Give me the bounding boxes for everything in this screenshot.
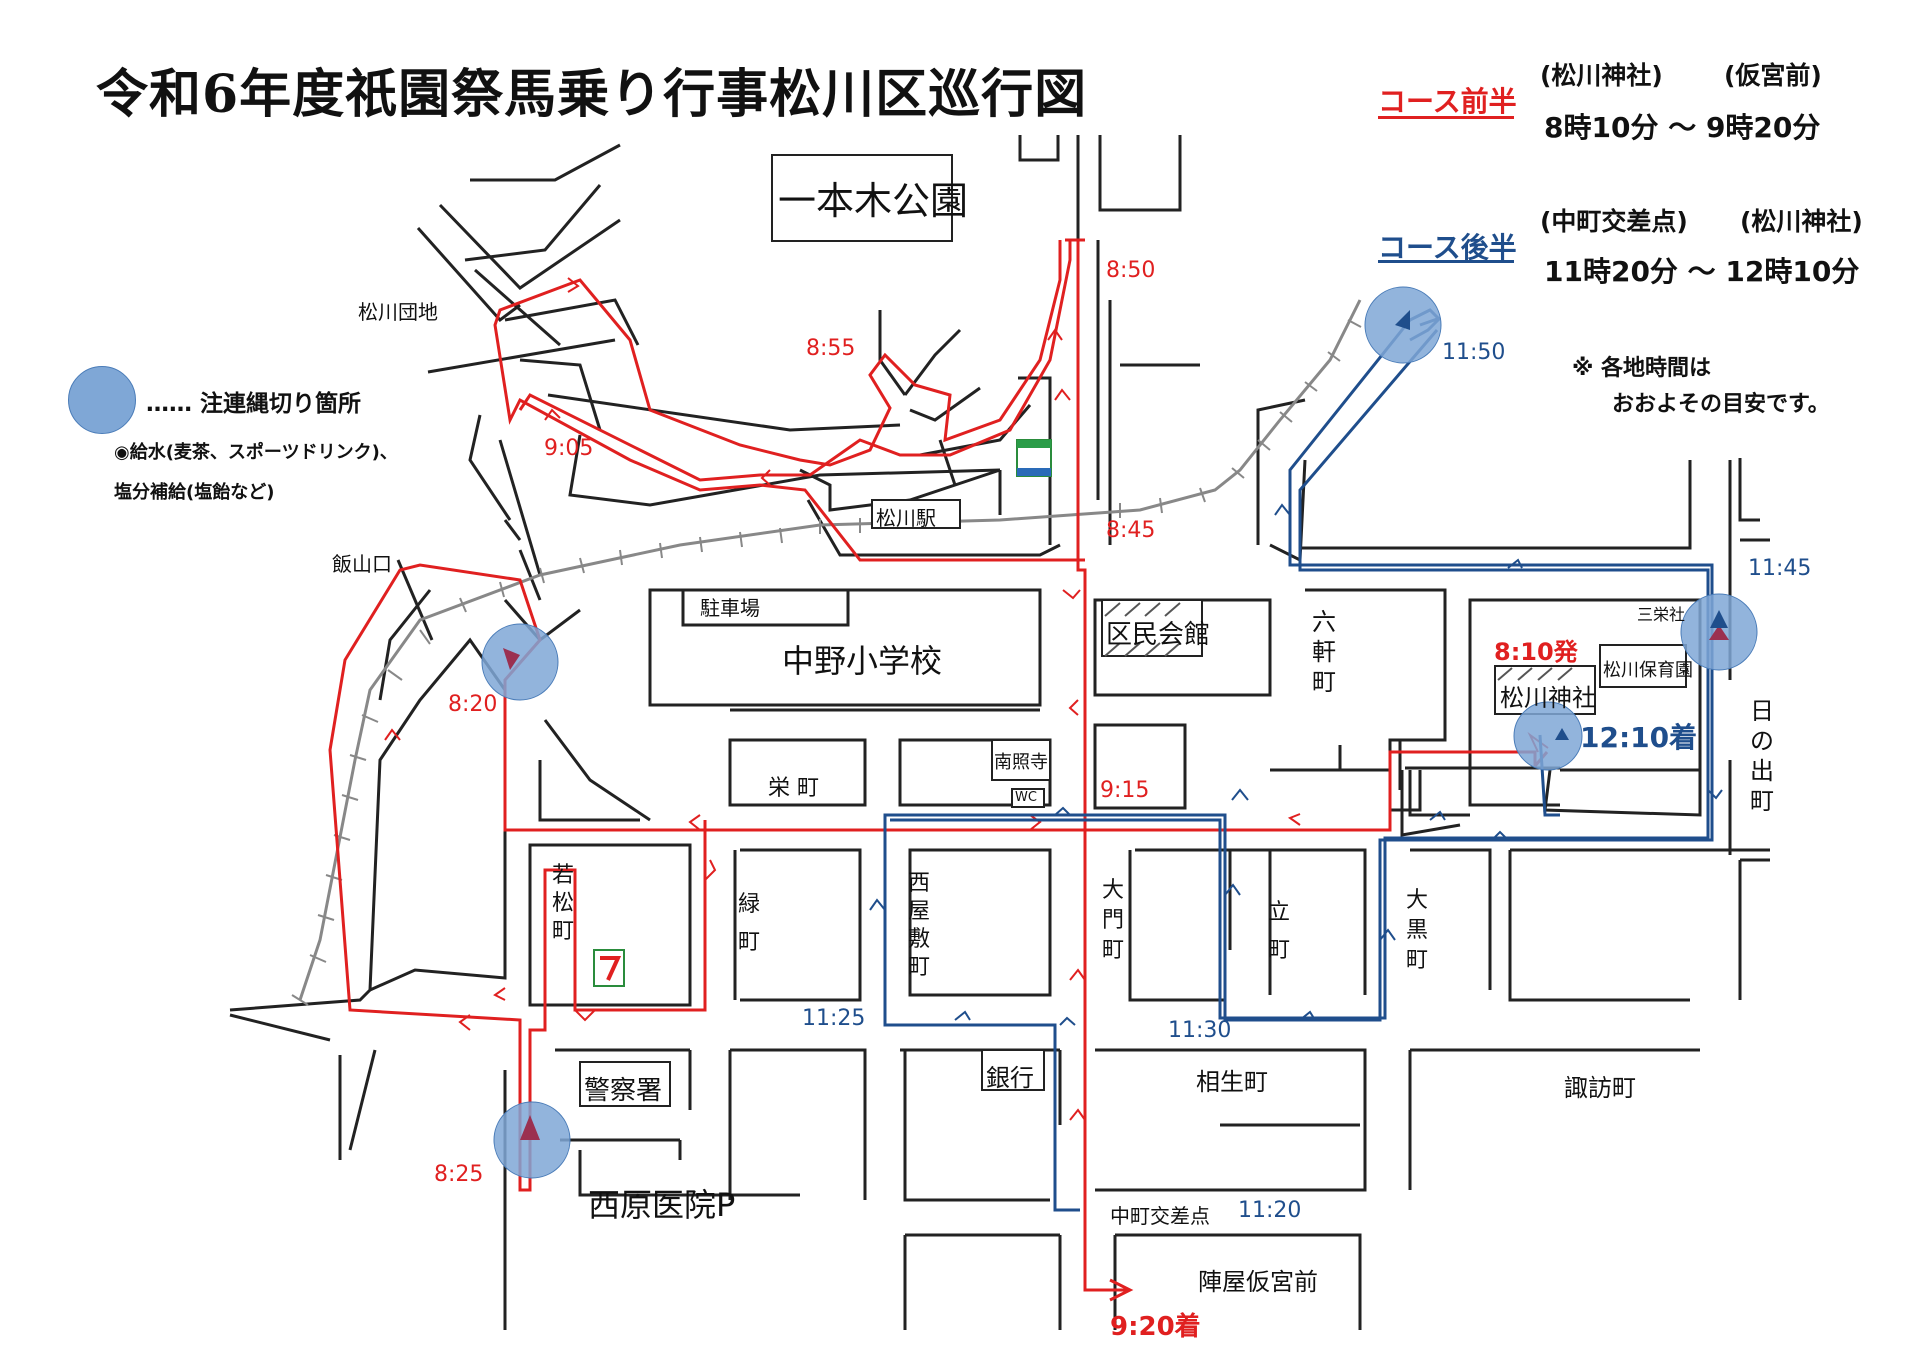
time-810-departure: 8:10発 xyxy=(1494,638,1578,666)
station-label: 松川駅 xyxy=(876,506,936,530)
time-845: 8:45 xyxy=(1106,518,1156,543)
rokuken-label: 六軒町 xyxy=(1312,608,1336,696)
tate-label: 立町 xyxy=(1268,900,1291,963)
time-905: 9:05 xyxy=(544,436,594,461)
shimenawa-circle-legend-icon xyxy=(68,366,136,434)
time-820: 8:20 xyxy=(448,692,498,717)
police-label: 警察署 xyxy=(584,1076,663,1106)
circle-arrows xyxy=(503,625,1729,1140)
park-box xyxy=(771,154,953,242)
legend-first-half-line xyxy=(1378,116,1514,119)
first-half-route-arrows xyxy=(384,277,1549,1121)
suwa-label: 諏訪町 xyxy=(1564,1074,1636,1102)
daimon-label: 大門町 xyxy=(1102,878,1125,963)
time-note-line1: ※ 各地時間は xyxy=(1572,356,1712,381)
circle-arrows-blue xyxy=(1395,310,1728,740)
nanshoji-box xyxy=(991,739,1051,781)
hinode-label: 日の出町 xyxy=(1750,697,1774,815)
convenience-store-icon xyxy=(1016,439,1052,477)
nursery-box xyxy=(1599,644,1687,688)
sanei-label: 三栄社 xyxy=(1637,605,1686,624)
legend-second-half-to: (松川神社) xyxy=(1740,207,1863,236)
nishiyashiki-label: 西屋敷町 xyxy=(908,871,931,980)
time-1145: 11:45 xyxy=(1748,556,1812,581)
shrine-label: 松川神社 xyxy=(1500,684,1596,712)
school-label: 中野小学校 xyxy=(782,642,943,680)
wakamatsu-label: 若松町 xyxy=(552,863,575,944)
aioi-label: 相生町 xyxy=(1196,1068,1268,1096)
legend-second-half-time: 11時20分 ～ 12時10分 xyxy=(1544,255,1860,288)
first-half-route xyxy=(328,238,1549,1302)
bank-label: 銀行 xyxy=(986,1064,1034,1092)
landmark-boxes xyxy=(579,154,1687,1107)
sakae-label: 栄 町 xyxy=(768,776,819,801)
legend-first-half-to: (仮宮前) xyxy=(1724,61,1822,90)
hatch-marks xyxy=(1104,602,1573,681)
legend-second-half-label: コース後半 xyxy=(1378,231,1517,264)
police-box xyxy=(579,1061,671,1107)
park-label: 一本木公園 xyxy=(778,179,969,223)
station-box xyxy=(871,499,961,529)
shimenawa-legend-label: …… 注連縄切り箇所 xyxy=(146,391,362,417)
community-hall-label: 区民会館 xyxy=(1106,620,1211,650)
legend-first-half-time: 8時10分 ～ 9時20分 xyxy=(1544,111,1821,144)
legend-second-half-from: (中町交差点) xyxy=(1540,207,1688,236)
time-915: 9:15 xyxy=(1100,778,1150,803)
time-1125: 11:25 xyxy=(802,1006,866,1031)
jinya-label: 陣屋仮宮前 xyxy=(1198,1268,1318,1296)
shimenawa-circle-820 xyxy=(481,623,559,701)
legend-first-half-from: (松川神社) xyxy=(1540,61,1663,90)
seven-eleven-icon xyxy=(593,949,625,987)
time-825: 8:25 xyxy=(434,1162,484,1187)
time-note-line2: おおよその目安です。 xyxy=(1612,392,1830,417)
railway-ticks xyxy=(291,319,1362,1006)
time-1130: 11:30 xyxy=(1168,1018,1232,1043)
supply-note-line2: 塩分補給(塩飴など) xyxy=(114,482,275,503)
wc-label: WC xyxy=(1015,790,1037,805)
time-1120: 11:20 xyxy=(1238,1198,1302,1223)
shimenawa-circle-shrine xyxy=(1513,701,1583,771)
nishihara-parking-label: 西原医院P xyxy=(588,1186,736,1224)
time-850: 8:50 xyxy=(1106,258,1156,283)
midori-label: 緑町 xyxy=(738,892,761,955)
second-half-route-arrows xyxy=(869,503,1723,1026)
legend-first-half-label: コース前半 xyxy=(1378,85,1517,118)
iiyamaguchi-label: 飯山口 xyxy=(332,552,392,576)
road-network xyxy=(229,135,1770,1330)
parking-label: 駐車場 xyxy=(700,596,760,620)
daikoku-label: 大黒町 xyxy=(1406,888,1429,973)
bank-box xyxy=(981,1049,1045,1091)
legend-second-half-line xyxy=(1378,260,1514,263)
danchi-label: 松川団地 xyxy=(358,300,438,324)
map-title: 令和6年度祇園祭馬乗り行事松川区巡行図 xyxy=(96,64,1088,125)
time-1210-arrival: 12:10着 xyxy=(1580,721,1698,754)
time-920-arrival: 9:20着 xyxy=(1110,1312,1201,1342)
time-1150: 11:50 xyxy=(1442,340,1506,365)
time-855: 8:55 xyxy=(806,336,856,361)
nursery-label: 松川保育園 xyxy=(1603,660,1693,681)
wc-box xyxy=(1011,788,1045,808)
nanshoji-label: 南照寺 xyxy=(994,752,1048,773)
supply-note-line1: ◉給水(麦茶、スポーツドリンク)、 xyxy=(114,442,398,463)
nakamachi-label: 中町交差点 xyxy=(1110,1204,1210,1228)
